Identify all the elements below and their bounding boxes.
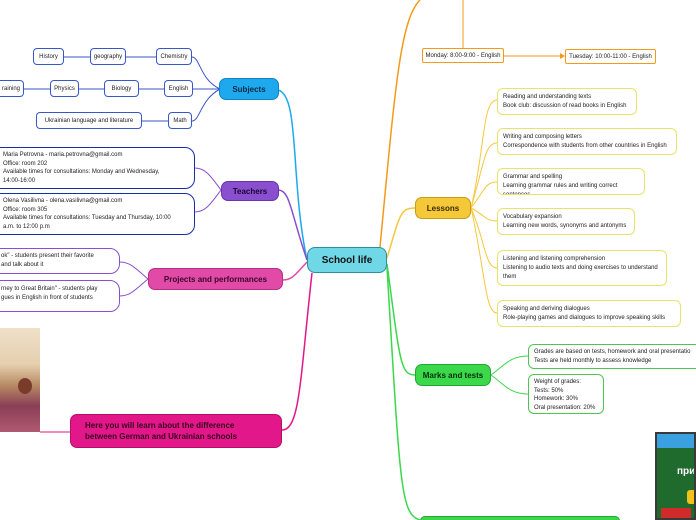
- marks-basis-line1: Grades are based on tests, homework and …: [534, 349, 691, 355]
- lesson-writing-title: Writing and composing letters: [503, 134, 582, 140]
- connector-lesson5: [470, 207, 498, 269]
- schedule-monday[interactable]: Monday: 8:00-9:00 - English: [422, 48, 504, 63]
- lesson-reading-desc: Book club: discussion of read books in E…: [503, 103, 627, 109]
- lesson-grammar-desc: Learning grammar rules and writing corre…: [503, 183, 618, 195]
- project-book[interactable]: ok" - students present their favorite an…: [0, 248, 120, 274]
- connector-project1: [119, 261, 149, 280]
- marks-weights-homework: Homework: 30%: [534, 396, 579, 402]
- subject-english[interactable]: English: [164, 80, 193, 97]
- project-book-line2: and talk about it: [1, 261, 44, 268]
- project-book-line1: ok" - students present their favorite: [1, 253, 94, 259]
- poster-decoration: [687, 490, 694, 504]
- poster-sky: [657, 434, 694, 448]
- branch-subjects[interactable]: Subjects: [219, 78, 279, 100]
- branch-german-ukrainian[interactable]: Here you will learn about the difference…: [70, 414, 282, 448]
- marks-weights-title: Weight of grades:: [534, 379, 581, 385]
- connector-subjects: [277, 89, 308, 261]
- subject-training[interactable]: raining: [0, 80, 24, 97]
- connector-orange: [379, 0, 421, 248]
- student-figure: [18, 378, 32, 394]
- marks-weights-tests: Tests: 50%: [534, 387, 564, 394]
- schedule-tuesday[interactable]: Tuesday: 10:00-11:00 - English: [565, 49, 656, 64]
- marks-weights-oral: Oral presentation: 20%: [534, 404, 596, 411]
- subject-history[interactable]: History: [33, 48, 64, 65]
- arrow-head: [560, 53, 565, 59]
- subject-physics[interactable]: Physics: [50, 80, 79, 97]
- lesson-grammar-title: Grammar and spelling: [503, 174, 563, 180]
- lesson-speaking-title: Speaking and deriving dialogues: [503, 306, 590, 312]
- teacher-olena-line3: Available times for consultations: Tuesd…: [3, 215, 171, 221]
- subject-ukrainian[interactable]: Ukrainian language and literature: [36, 112, 142, 129]
- lesson-speaking[interactable]: Speaking and deriving dialogues Role-pla…: [497, 300, 681, 327]
- lesson-vocabulary-title: Vocabulary expansion: [503, 214, 562, 220]
- lesson-reading[interactable]: Reading and understanding texts Book clu…: [497, 88, 637, 115]
- lesson-listening-desc2: them: [503, 274, 517, 280]
- teacher-maria-line2: Office: room 202: [3, 160, 48, 167]
- connector-teachers: [277, 189, 308, 261]
- teacher-maria-line4: 14:00-16:00: [3, 177, 36, 184]
- project-journey-line1: rney to Great Britain" - students play: [1, 286, 98, 292]
- branch-teachers[interactable]: Teachers: [221, 181, 279, 201]
- connector-marks: [386, 263, 416, 376]
- subject-biology[interactable]: Biology: [104, 80, 139, 97]
- branch-marks[interactable]: Marks and tests: [415, 364, 491, 386]
- teacher-olena-line1: Olena Vasilivna - olena.vasilivna@gmail.…: [3, 198, 123, 204]
- teacher-maria-line1: Maria Petrovna - maria.petrovna@gmail.co…: [3, 152, 123, 158]
- marks-basis-line2: Tests are held monthly to assess knowled…: [534, 357, 652, 364]
- connector-lesson1: [470, 99, 498, 209]
- branch-bottom-partial[interactable]: [420, 516, 620, 520]
- branch-projects[interactable]: Projects and performances: [148, 268, 283, 290]
- teacher-maria[interactable]: Maria Petrovna - maria.petrovna@gmail.co…: [0, 147, 195, 189]
- connector-teacher2: [194, 189, 222, 213]
- lesson-grammar[interactable]: Grammar and spelling Learning grammar ru…: [497, 168, 645, 195]
- teacher-olena-line2: Office: room 305: [3, 206, 48, 213]
- branch-lessons[interactable]: Lessons: [415, 197, 471, 219]
- connector-lessons: [386, 207, 416, 259]
- lesson-speaking-desc: Role-playing games and dialogues to impr…: [503, 315, 666, 321]
- poster-text: при: [677, 466, 696, 477]
- subject-geography[interactable]: geography: [90, 48, 126, 65]
- lesson-listening-desc: Listening to audio texts and doing exerc…: [503, 265, 658, 271]
- connector-lesson6: [470, 207, 498, 314]
- lesson-listening-title: Listening and listening comprehension: [503, 256, 606, 262]
- classroom-photo: [0, 328, 40, 432]
- poster-red-bar: [661, 508, 691, 518]
- central-topic[interactable]: School life: [307, 247, 387, 273]
- connector-lesson3: [470, 181, 498, 209]
- connector-lesson2: [470, 142, 498, 209]
- subject-chemistry[interactable]: Chemistry: [156, 48, 192, 65]
- connector-mark1: [490, 355, 529, 376]
- lesson-reading-title: Reading and understanding texts: [503, 94, 592, 100]
- school-poster-image: при: [655, 432, 696, 520]
- connector-teacher1: [194, 167, 222, 191]
- lesson-vocabulary[interactable]: Vocabulary expansion Learning new words,…: [497, 208, 635, 235]
- project-journey-line2: gues in English in front of students: [1, 294, 93, 301]
- connector-german: [281, 272, 313, 431]
- lesson-vocabulary-desc: Learning new words, synonyms and antonym…: [503, 223, 627, 229]
- lesson-writing[interactable]: Writing and composing letters Correspond…: [497, 128, 677, 155]
- teacher-olena[interactable]: Olena Vasilivna - olena.vasilivna@gmail.…: [0, 193, 195, 235]
- connector-bottom-green: [386, 267, 421, 520]
- connector-lesson4: [470, 207, 498, 222]
- connector-subjects-row1: [191, 56, 221, 90]
- connector-projects: [282, 261, 308, 281]
- connector-project2: [119, 278, 149, 297]
- connector-mark2: [490, 374, 529, 395]
- lesson-listening[interactable]: Listening and listening comprehension Li…: [497, 250, 667, 286]
- teacher-maria-line3: Available times for consultations: Monda…: [3, 169, 160, 175]
- lesson-writing-desc: Correspondence with students from other …: [503, 143, 667, 149]
- project-journey[interactable]: rney to Great Britain" - students play g…: [0, 280, 120, 312]
- marks-basis[interactable]: Grades are based on tests, homework and …: [528, 344, 696, 369]
- marks-weights[interactable]: Weight of grades: Tests: 50% Homework: 3…: [528, 374, 604, 414]
- connector-subjects-row3: [191, 88, 221, 122]
- teacher-olena-line4: a.m. to 12:00 p.m: [3, 223, 50, 230]
- subject-math[interactable]: Math: [168, 112, 192, 129]
